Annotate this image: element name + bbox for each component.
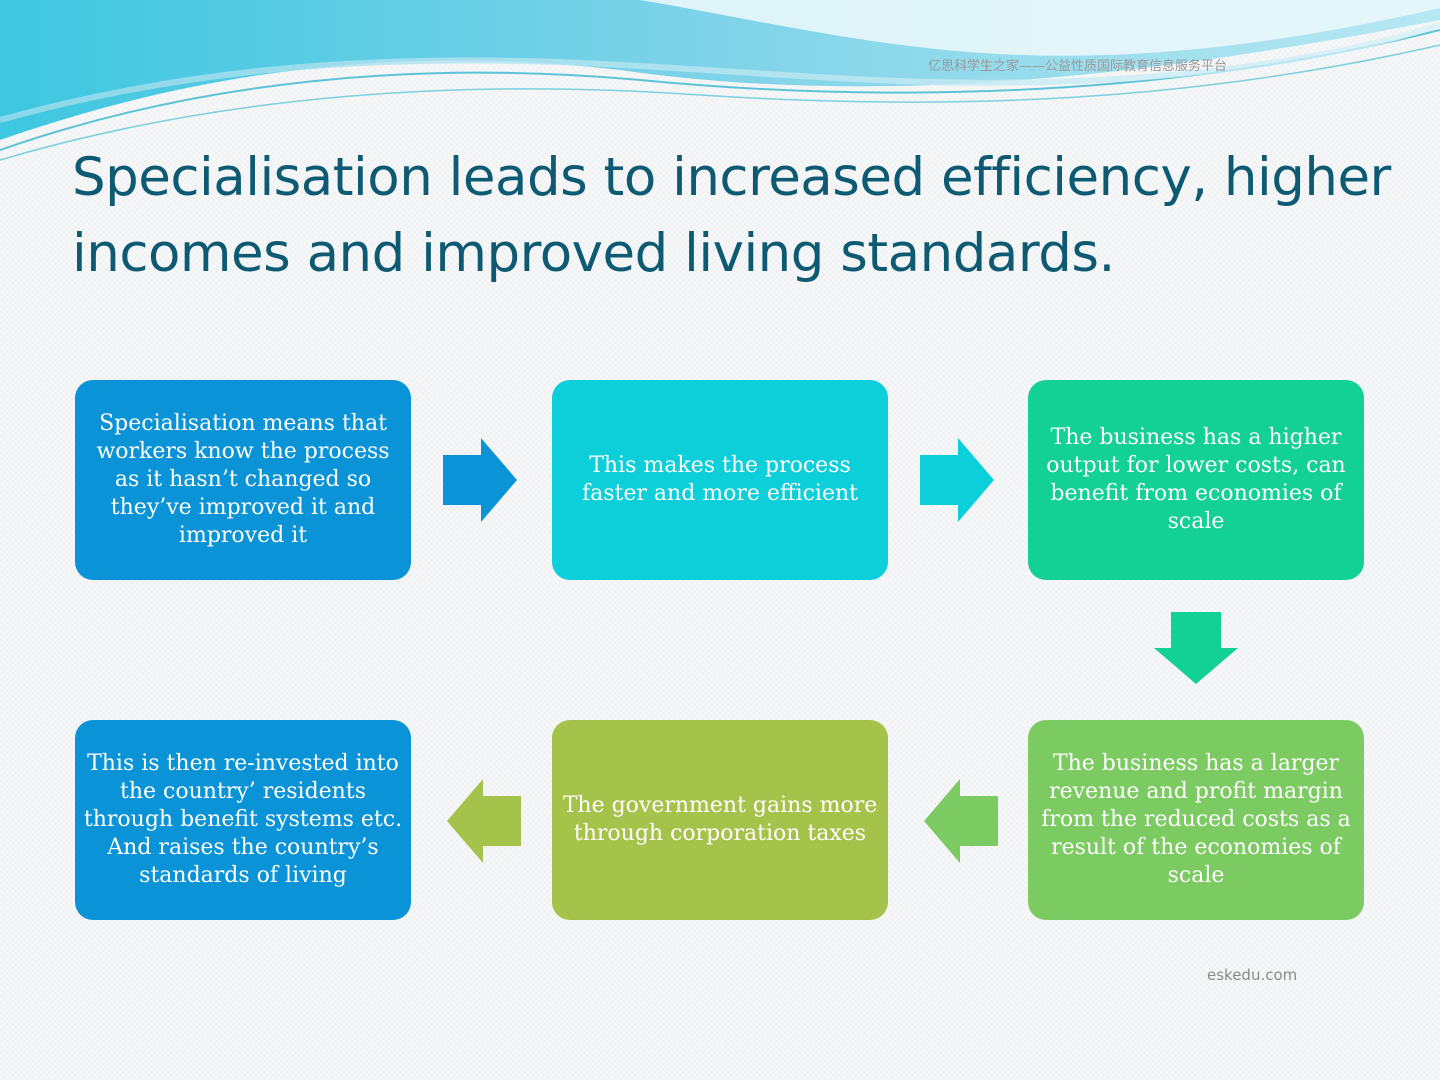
arrow-right-icon [920, 438, 994, 522]
step-4-text: The business has a larger revenue and pr… [1041, 751, 1351, 888]
step-5-text: The government gains more through corpor… [562, 793, 878, 846]
step-1-box: Specialisation means that workers know t… [75, 380, 411, 580]
step-5-box: The government gains more through corpor… [552, 720, 888, 920]
slide-title: Specialisation leads to increased effici… [72, 147, 1391, 284]
step-2-text: This makes the process faster and more e… [582, 453, 858, 506]
step-6-text: This is then re-invested into the countr… [83, 751, 403, 888]
arrow-down-icon [1154, 612, 1238, 684]
arrow-left-icon [447, 779, 521, 863]
arrow-right-icon [443, 438, 517, 522]
step-3-box: The business has a higher output for low… [1028, 380, 1364, 580]
step-4-box: The business has a larger revenue and pr… [1028, 720, 1364, 920]
footer-url: eskedu.com [1207, 966, 1298, 984]
step-2-box: This makes the process faster and more e… [552, 380, 888, 580]
step-1-text: Specialisation means that workers know t… [96, 411, 390, 548]
arrow-left-icon [924, 779, 998, 863]
header-wave-decoration [0, 0, 1440, 161]
step-6-box: This is then re-invested into the countr… [75, 720, 411, 920]
step-3-text: The business has a higher output for low… [1046, 425, 1346, 534]
watermark-text: 亿思科学生之家——公益性质国际教育信息服务平台 [928, 59, 1228, 74]
